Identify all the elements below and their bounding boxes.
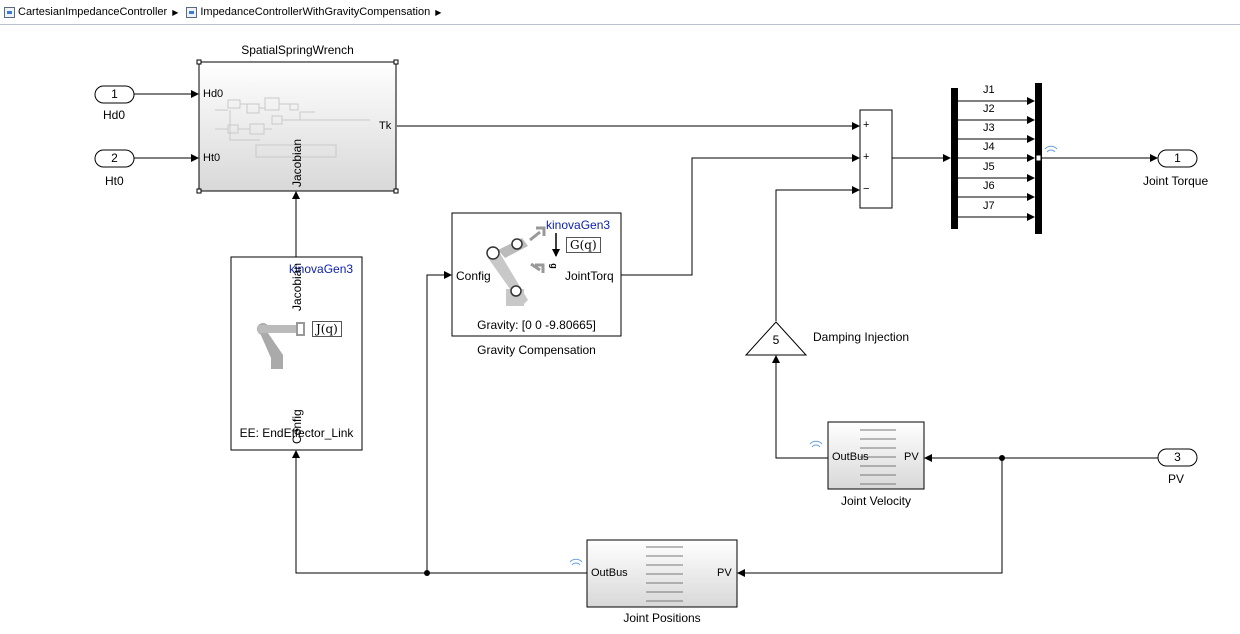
model-icon [4, 6, 15, 18]
jacobian-symbol: J(q) [312, 321, 342, 337]
spatial-spring-wrench-block[interactable] [198, 61, 397, 192]
port-label-pv: PV [904, 451, 919, 463]
robot-arm-icon [257, 322, 305, 369]
port-label-pv: PV [717, 567, 732, 579]
get-jacobian-block[interactable] [230, 256, 363, 451]
joint-positions-title: Joint Positions [623, 611, 701, 625]
inport-number: 1 [111, 87, 118, 101]
port-label-tk: Tk [379, 120, 392, 132]
bus-lines-icon [860, 429, 896, 485]
resize-handle[interactable] [393, 59, 399, 65]
demux-output-label: J7 [983, 200, 995, 212]
end-effector-caption: EE: EndEffector_Link [239, 426, 354, 440]
signal-logging-icon [569, 145, 1058, 566]
port-label-outbus: OutBus [591, 567, 628, 579]
robot-arm-icon [486, 226, 560, 306]
resize-handle[interactable] [196, 59, 202, 65]
branch-point [424, 570, 430, 576]
breadcrumb-item-model[interactable]: CartesianImpedanceController [4, 6, 167, 18]
robot-name-label: kinovaGen3 [289, 262, 354, 276]
demux-output-label: J6 [983, 180, 995, 192]
resize-handle[interactable] [196, 188, 202, 194]
bus-lines-icon [646, 546, 683, 602]
gravity-symbol: G(q) [566, 237, 601, 253]
port-label-ht0: Ht0 [203, 152, 221, 164]
damping-injection-title: Damping Injection [813, 330, 910, 344]
outport-joint-torque-block[interactable] [1157, 149, 1198, 168]
outport-label: Joint Torque [1143, 174, 1209, 188]
port-label-jacobian: Jacobian [290, 138, 304, 187]
sum-sign: + [863, 119, 870, 131]
demux-output-label: J5 [983, 161, 995, 173]
branch-point [999, 455, 1005, 461]
sum-block[interactable] [859, 109, 893, 209]
signal-lines [134, 90, 1158, 577]
inport-label: Hd0 [103, 108, 126, 122]
spatial-spring-wrench-title: SpatialSpringWrench [241, 43, 354, 57]
chevron-right-icon: ▶ [172, 7, 179, 17]
subsystem-preview-graphic [215, 97, 370, 158]
inport-label: PV [1168, 472, 1185, 486]
breadcrumb-label-subsystem: ImpedanceControllerWithGravityCompensati… [200, 6, 431, 18]
robot-name-label: kinovaGen3 [546, 218, 611, 232]
joint-velocity-title: Joint Velocity [840, 494, 912, 508]
gravity-caption: Gravity: [0 0 -9.80665] [477, 318, 596, 332]
port-label-jacobian-out: Jacobian [290, 262, 304, 311]
breadcrumb-item-subsystem[interactable]: ImpedanceControllerWithGravityCompensati… [186, 6, 430, 18]
subsystem-icon [186, 6, 198, 18]
port-label-config: Config [456, 269, 491, 283]
port-label-jointtorq: JointTorq [565, 269, 614, 283]
resize-handle[interactable] [393, 188, 399, 194]
demux-bar[interactable] [951, 88, 958, 229]
gravity-compensation-title: Gravity Compensation [477, 343, 596, 357]
chevron-right-icon: ▶ [435, 7, 442, 17]
demux-output-label: J2 [983, 103, 995, 115]
port-label-hd0: Hd0 [203, 88, 224, 100]
gain-value: 5 [772, 333, 780, 347]
joint-velocity-bus-block[interactable] [827, 421, 925, 490]
gravity-g-label: g [548, 263, 559, 269]
signal-marker [1035, 154, 1042, 162]
inport-number: 2 [111, 151, 118, 165]
demux-output-label: J4 [983, 141, 995, 153]
inport-number: 3 [1174, 450, 1181, 464]
demux-output-label: J1 [983, 84, 995, 96]
breadcrumb: CartesianImpedanceController ▶ Impedance… [0, 0, 1240, 25]
sum-sign: − [863, 183, 870, 195]
sum-sign: + [863, 151, 870, 163]
breadcrumb-label-model: CartesianImpedanceController [18, 6, 168, 18]
port-label-outbus: OutBus [832, 451, 869, 463]
outport-number: 1 [1174, 151, 1181, 165]
demux-output-label: J3 [983, 122, 995, 134]
inport-label: Ht0 [105, 174, 124, 188]
